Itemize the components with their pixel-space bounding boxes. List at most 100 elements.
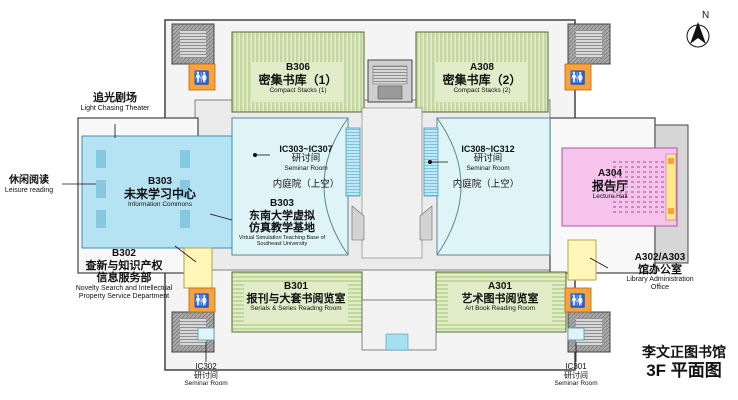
b303-virtual-cn2: 仿真教学基地 [249, 222, 315, 235]
a308-label-area [436, 62, 528, 102]
ic301-seminar-room [567, 327, 585, 341]
b306-code: B306 [286, 62, 310, 73]
lecture-stage-marker-bottom [668, 208, 674, 214]
theater-en: Light Chasing Theater [80, 104, 150, 112]
courtyard-right-label: 内庭院（上空） [452, 179, 520, 190]
a301-label-area [448, 282, 552, 322]
restroom-icon: 🚻 [188, 63, 216, 91]
seminar-left-marker [253, 153, 257, 157]
a304-label: A304 报告厅 Lecture Hall [578, 168, 642, 201]
b303-virtual-label: B303 东南大学虚拟 仿真教学基地 Virtual Simulation Te… [228, 198, 336, 247]
b301-label: B301 报刊与大套书阅览室 Serials & Series Reading … [236, 281, 356, 313]
b303-virtual-en1: Virtual Simulation Teaching Base of [238, 234, 326, 241]
central-stairs [372, 65, 408, 85]
escalator-left [345, 127, 361, 197]
b302-en1: Novelty Search and Intellectual [75, 284, 173, 292]
callout-leaders [62, 124, 609, 362]
theater-cn: 追光剧场 [93, 92, 137, 104]
b301-label-area [244, 282, 348, 322]
ramp-left [351, 205, 365, 241]
b302-callout: B302 查新与知识产权 信息服务部 Novelty Search and In… [64, 248, 184, 301]
a304-en: Lecture Hall [592, 193, 628, 201]
admin-code: A302/A303 [634, 252, 686, 263]
a308-en: Compact Stacks (2) [453, 87, 511, 95]
theater-callout: 追光剧场 Light Chasing Theater [60, 92, 170, 113]
ic301-callout: IC301 研讨间 Seminar Room [548, 362, 604, 388]
a301-cn: 艺术图书阅览室 [461, 292, 539, 305]
ic302-code: IC302 [195, 362, 217, 371]
b303-commons-cn: 未来学习中心 [123, 186, 196, 201]
restroom-icon: 🚻 [564, 63, 592, 91]
b303-commons-label: B303 未来学习中心 Information Commons [104, 176, 216, 209]
lecture-stage [665, 153, 677, 221]
b306-label-area [252, 62, 344, 102]
ic302-cn: 研讨间 [194, 371, 218, 381]
courtyard-right-curve [436, 117, 462, 256]
ic301-code: IC301 [565, 362, 587, 371]
a301-en: Art Book Reading Room [464, 305, 536, 313]
svg-text:🚻: 🚻 [570, 293, 586, 309]
admin-office-area [567, 239, 597, 281]
b302-office-area [183, 247, 213, 289]
b303-commons-en: Information Commons [128, 201, 192, 209]
seminar-room-right-area [436, 117, 551, 256]
south-entrance-glass [385, 333, 409, 351]
a308-label: A308 密集书库（2） Compact Stacks (2) [436, 62, 528, 95]
b303-virtual-cn1: 东南大学虚拟 [249, 209, 315, 222]
central-elevator [377, 85, 403, 100]
b303-virtual-en2: Southeast University [256, 241, 308, 248]
svg-text:🚻: 🚻 [194, 293, 210, 309]
lecture-hall-seats [612, 158, 664, 216]
b303-commons-code: B303 [148, 176, 172, 187]
central-atrium-walk [361, 107, 423, 259]
seminar-left-cn: 研讨间 [291, 153, 321, 165]
b301-en: Serials & Series Reading Room [250, 305, 342, 313]
restroom-icon: 🚻 [188, 287, 216, 313]
seminar-left-code: IC303~IC307 [279, 144, 333, 154]
leisure-cn: 休闲阅读 [9, 175, 49, 186]
svg-text:🚻: 🚻 [194, 70, 210, 86]
b302-cn1: 查新与知识产权 [85, 259, 163, 272]
lecture-stage-marker-top [668, 158, 674, 164]
a308-code: A308 [470, 62, 494, 73]
ic302-callout: IC302 研讨间 Seminar Room [178, 362, 234, 388]
title-line1: 李文正图书馆 [642, 344, 726, 360]
ic301-en: Seminar Room [554, 380, 598, 388]
commons-furniture [96, 150, 190, 228]
north-label: N [702, 10, 710, 21]
admin-callout: A302/A303 馆办公室 Library Administration Of… [608, 252, 712, 292]
admin-cn: 馆办公室 [638, 263, 682, 276]
seminar-right-en: Seminar Room [466, 165, 510, 173]
north-arrow-icon [686, 22, 710, 48]
seminar-right-label: IC308~IC312 研讨间 Seminar Room [446, 144, 530, 173]
nw-stairs [180, 30, 206, 58]
a304-code: A304 [598, 168, 622, 179]
seminar-left-en: Seminar Room [284, 165, 328, 173]
b306-cn: 密集书库（1） [258, 72, 338, 87]
ic302-en: Seminar Room [184, 380, 228, 388]
b306-en: Compact Stacks (1) [269, 87, 327, 95]
courtyard-left-label: 内庭院（上空） [272, 179, 340, 190]
svg-text:🚻: 🚻 [570, 70, 586, 86]
b306-label: B306 密集书库（1） Compact Stacks (1) [252, 62, 344, 95]
title-line2: 3F 平面图 [646, 360, 722, 380]
seminar-left-label: IC303~IC307 研讨间 Seminar Room [264, 144, 348, 173]
title-block: 李文正图书馆 3F 平面图 [634, 344, 734, 381]
seminar-right-marker [428, 160, 432, 164]
admin-en1: Library Administration [626, 276, 694, 284]
leisure-en: Leisure reading [4, 186, 54, 194]
leisure-callout: 休闲阅读 Leisure reading [0, 175, 58, 195]
admin-en2: Office [650, 284, 670, 292]
b301-cn: 报刊与大套书阅览室 [246, 292, 346, 305]
restroom-icon: 🚻 [564, 287, 592, 313]
ic302-seminar-room [197, 327, 215, 341]
ic301-cn: 研讨间 [564, 371, 588, 381]
courtyard-left-curve [323, 117, 349, 256]
seminar-right-code: IC308~IC312 [461, 144, 515, 154]
b303-information-commons [81, 135, 233, 249]
a301-label: A301 艺术图书阅览室 Art Book Reading Room [440, 281, 560, 313]
b301-code: B301 [284, 281, 308, 292]
b302-code: B302 [112, 248, 136, 259]
